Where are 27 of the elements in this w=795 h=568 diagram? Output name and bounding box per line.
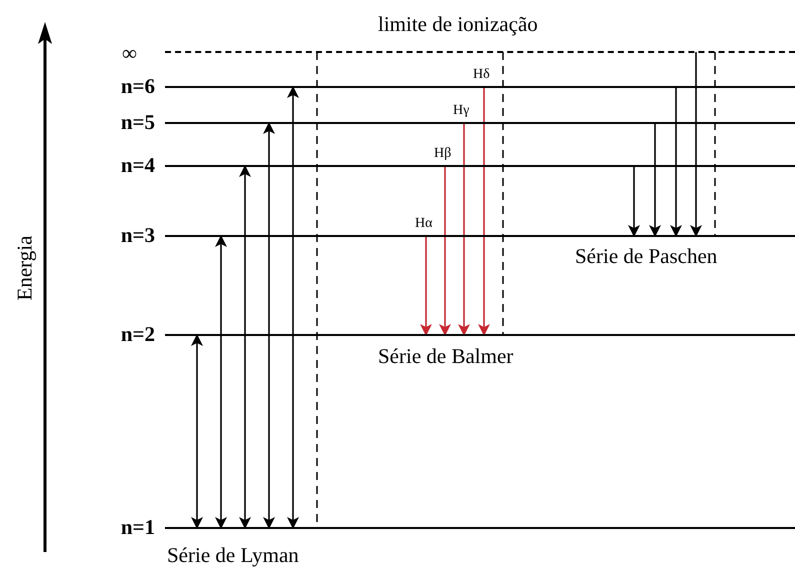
level-label: n=3 [120, 225, 155, 246]
edge-label: Hβ [433, 147, 452, 161]
series-label: Série de Balmer [378, 346, 514, 367]
transition-arrow [458, 123, 470, 336]
transition-arrow [478, 87, 490, 336]
series-label: Série de Lyman [167, 545, 299, 566]
transition-arrow [287, 86, 299, 529]
transition-arrow [215, 235, 227, 529]
transition-arrow [239, 165, 251, 529]
transition-arrow [649, 123, 661, 237]
level-label: n=1 [120, 517, 155, 538]
transition-arrow [263, 122, 275, 529]
axis-label: Energia [14, 236, 36, 300]
transition-arrow [191, 334, 203, 529]
ionization-limit-label: limite de ionização [378, 14, 538, 35]
level-label: n=4 [120, 155, 155, 176]
level-label: n=6 [120, 76, 155, 97]
transition-arrow [439, 166, 451, 336]
level-label: ∞ [122, 43, 137, 64]
series-label: Série de Paschen [575, 246, 718, 267]
level-label: n=5 [120, 112, 155, 133]
transition-arrow [690, 52, 702, 237]
transition-arrow [628, 166, 640, 237]
edge-label: Hγ [452, 104, 470, 118]
transition-arrow [670, 87, 682, 237]
transition-arrow [420, 236, 432, 336]
level-label: n=2 [120, 324, 155, 345]
